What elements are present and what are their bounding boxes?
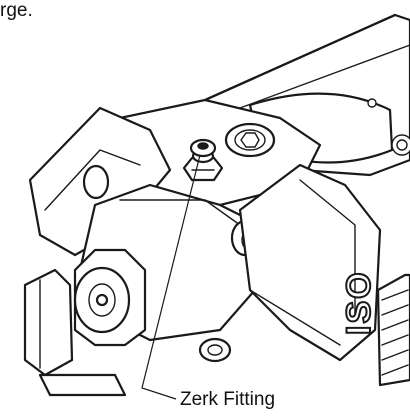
lower-left-foot xyxy=(38,373,127,397)
lower-left-mount xyxy=(23,268,74,377)
right-clamp-block xyxy=(238,163,382,362)
small-screw-hole xyxy=(367,98,377,108)
zerk-fitting-label: Zerk Fitting xyxy=(180,389,276,410)
cylinder-top-edge xyxy=(203,13,397,102)
cylinder-hidden-line xyxy=(239,44,410,109)
left-nozzle-orifice xyxy=(95,293,109,307)
zerk-fitting-tip xyxy=(197,142,209,150)
caption-fragment: rge. xyxy=(0,0,33,21)
right-clamp-face xyxy=(299,179,356,321)
knurled-grip xyxy=(376,273,410,387)
right-clamp-chamfer xyxy=(249,289,341,346)
left-bolt-head xyxy=(82,164,110,200)
central-housing-edge xyxy=(119,199,241,226)
zerk-hex-base xyxy=(182,156,224,182)
left-clamp-face xyxy=(44,149,141,211)
hex-socket-icon xyxy=(240,132,260,148)
lower-bolt-socket xyxy=(207,344,223,356)
iso-emboss-label: ISO xyxy=(340,270,378,335)
round-port-right-inner xyxy=(396,139,408,151)
callout-leader-line xyxy=(141,154,201,400)
